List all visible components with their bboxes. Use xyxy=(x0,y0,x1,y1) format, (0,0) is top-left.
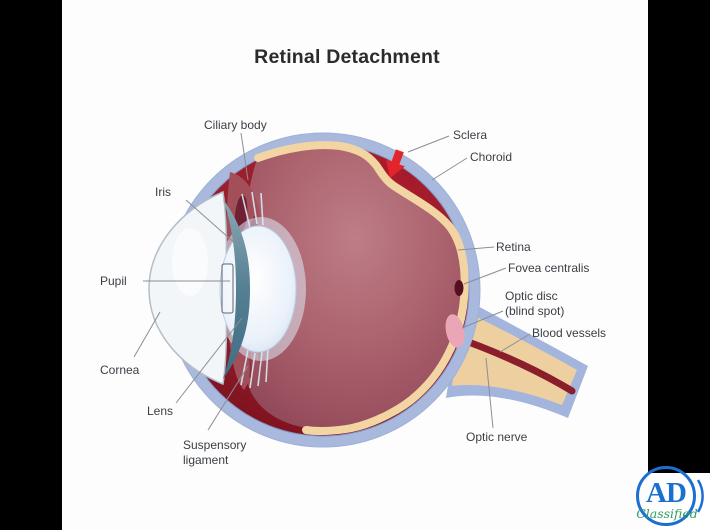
fovea-spot xyxy=(454,280,464,296)
optic-disc-shape xyxy=(445,314,465,348)
leader-lens xyxy=(175,317,243,404)
leader-retina xyxy=(457,246,495,251)
label-lens: Lens xyxy=(147,404,174,418)
label-suspensory-ligament: Suspensory ligament xyxy=(183,438,246,468)
iris-shape xyxy=(223,199,250,379)
logo-circle-icon xyxy=(636,466,704,526)
leader-optic-nerve xyxy=(485,357,494,429)
leader-iris xyxy=(185,199,239,247)
label-retina: Retina xyxy=(496,240,531,254)
vitreous-body xyxy=(240,149,462,429)
label-cornea: Cornea xyxy=(100,363,140,377)
logo-name: Classified xyxy=(636,506,698,521)
leader-fovea xyxy=(463,267,507,285)
leader-lines xyxy=(133,132,531,431)
right-letterbox xyxy=(648,0,710,473)
label-blood-vessels: Blood vessels xyxy=(532,326,607,340)
label-optic-disc: Optic disc (blind spot) xyxy=(505,289,564,319)
leader-cornea xyxy=(133,311,161,358)
leader-blood-vessels xyxy=(499,333,531,353)
left-letterbox xyxy=(0,0,62,530)
label-pupil: Pupil xyxy=(100,274,127,288)
leader-suspensory xyxy=(207,365,249,431)
detachment-arrow xyxy=(386,149,405,178)
logo-initials: AD xyxy=(646,477,687,509)
leader-choroid xyxy=(431,157,468,181)
label-optic-disc-line2: (blind spot) xyxy=(505,304,565,318)
leader-optic-disc xyxy=(461,310,504,329)
suspensory-fibers-bottom xyxy=(240,347,269,389)
watermark-logo: AD Classified xyxy=(632,462,710,530)
leader-sclera xyxy=(407,135,450,153)
label-fovea-centralis: Fovea centralis xyxy=(508,261,590,275)
page-title: Retinal Detachment xyxy=(254,46,440,68)
pupil-marker xyxy=(221,263,234,314)
optic-nerve-core xyxy=(452,308,577,405)
suspensory-fibers-top xyxy=(241,191,264,229)
label-iris: Iris xyxy=(155,185,171,199)
label-sclera: Sclera xyxy=(453,128,488,142)
label-optic-nerve: Optic nerve xyxy=(466,430,528,444)
label-suspensory-line2: ligament xyxy=(183,453,229,467)
label-suspensory-line1: Suspensory xyxy=(183,438,247,452)
label-choroid: Choroid xyxy=(470,150,513,164)
leader-ciliary-body xyxy=(240,132,249,181)
retina-layer xyxy=(254,141,469,436)
label-optic-disc-line1: Optic disc xyxy=(505,289,558,303)
label-ciliary-body: Ciliary body xyxy=(204,118,267,132)
cornea-highlight xyxy=(172,228,208,296)
